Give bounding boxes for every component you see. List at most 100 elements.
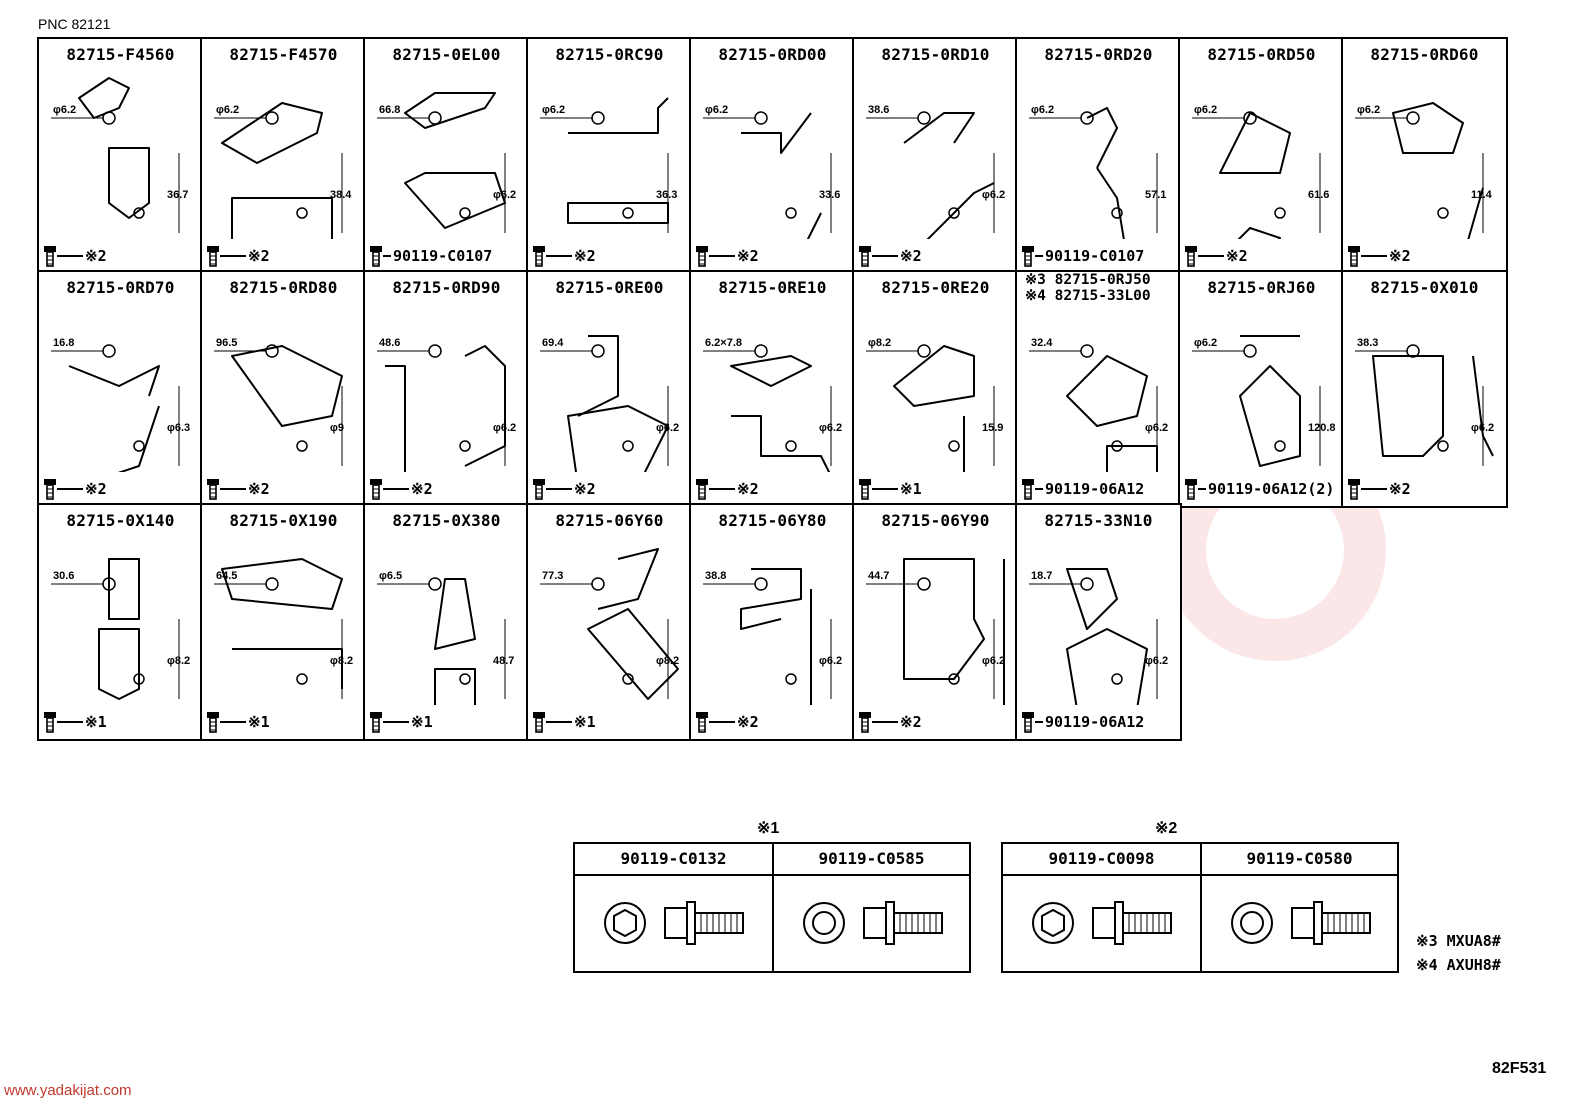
part-number: 82715-0RE20 <box>881 278 990 297</box>
bracket-drawing: 69.4φ6.2 <box>540 335 679 472</box>
bracket-drawing: 6.2×7.8φ6.2 <box>703 337 842 472</box>
dimension-label: 64.5 <box>216 570 237 582</box>
bracket-drawing: φ6.211.4 <box>1355 102 1493 239</box>
bolt-icon <box>1185 246 1197 267</box>
fastener-ref: ※2 <box>1347 478 1411 500</box>
legend-bolt-number: 90119-C0580 <box>1202 844 1397 876</box>
part-number: 82715-0RE00 <box>555 278 664 297</box>
legend-bolt-number: 90119-C0585 <box>774 844 969 876</box>
dimension-label: φ6.2 <box>1031 104 1054 116</box>
fastener-label: ※2 <box>737 480 759 498</box>
fastener-label: ※2 <box>737 713 759 731</box>
fastener-ref: ※1 <box>858 478 922 500</box>
fastener-ref: 90119-06A12 <box>1021 478 1144 500</box>
fastener-ref: ※2 <box>1347 245 1411 267</box>
dimension-label: φ6.2 <box>542 104 565 116</box>
dimension-label: φ6.2 <box>819 655 842 667</box>
bracket-drawing: 66.8φ6.2 <box>377 92 516 233</box>
dimension-label: φ8.2 <box>868 337 891 349</box>
dimension-label: 48.6 <box>379 337 400 349</box>
dimension-label: 61.6 <box>1308 189 1329 201</box>
dimension-label: 16.8 <box>53 337 74 349</box>
fastener-label: ※2 <box>737 247 759 265</box>
bolt-icon <box>44 479 56 500</box>
dimension-label: 36.3 <box>656 189 677 201</box>
fastener-ref: 90119-06A12 <box>1021 711 1144 733</box>
fastener-ref: 90119-06A12(2) <box>1184 478 1334 500</box>
bolt-icon <box>1185 479 1197 500</box>
bolt-icon <box>1022 712 1034 733</box>
fastener-label: ※1 <box>900 480 922 498</box>
website-link[interactable]: www.yadakijat.com <box>4 1082 132 1099</box>
flange-bolt-icon <box>604 901 744 945</box>
dimension-label: 57.1 <box>1145 189 1166 201</box>
bracket-drawing: 18.7 φ6.2 <box>1029 568 1168 705</box>
dimension-label: φ6.2 <box>1194 337 1217 349</box>
dimension-label: 6.2×7.8 <box>705 337 742 349</box>
part-number: 82715-0RD10 <box>881 45 990 64</box>
dimension-label: 38.8 <box>705 570 726 582</box>
bolt-icon <box>533 479 545 500</box>
bolt-icon <box>696 479 708 500</box>
dimension-label: φ6.2 <box>1145 422 1168 434</box>
fastener-ref: ※1 <box>43 711 107 733</box>
part-number: 82715-0X190 <box>229 511 338 530</box>
dimension-label: 30.6 <box>53 570 74 582</box>
bracket-drawing: 32.4φ6.2 <box>1029 337 1168 472</box>
bracket-drawing: 48.6φ6.2 <box>377 337 516 472</box>
dimension-label: φ6.2 <box>982 655 1005 667</box>
bracket-drawing: 30.6φ8.2 <box>51 558 190 700</box>
dimension-label: φ6.2 <box>53 104 76 116</box>
dimension-label: φ6.2 <box>1145 655 1168 667</box>
dimension-label: φ6.2 <box>493 189 516 201</box>
fastener-ref: ※2 <box>1184 245 1248 267</box>
dimension-label: 33.6 <box>819 189 840 201</box>
bolt-icon <box>207 712 219 733</box>
fastener-label: 90119-06A12 <box>1045 480 1145 498</box>
bracket-drawing: 77.3φ8.2 <box>540 548 679 700</box>
fastener-ref: ※1 <box>532 711 596 733</box>
part-number-line: ※3 82715-0RJ50 <box>1025 272 1151 288</box>
dimension-label: 18.7 <box>1031 570 1052 582</box>
legend-bolt-cell: 90119-C0580 <box>1200 844 1397 971</box>
dimension-label: 38.4 <box>330 189 352 201</box>
dimension-label: φ6.2 <box>216 104 239 116</box>
flange-bolt-icon <box>1231 901 1371 945</box>
bracket-drawing: 38.6φ6.2 <box>866 104 1005 239</box>
bracket-drawing: 96.5φ9 <box>214 337 344 466</box>
part-number: 82715-0RE10 <box>718 278 827 297</box>
dimension-label: φ6.2 <box>1194 104 1217 116</box>
legend-bolt-cell: 90119-C0098 <box>1003 844 1200 971</box>
fastener-ref: ※2 <box>695 478 759 500</box>
bolt-icon <box>859 712 871 733</box>
fastener-ref: 90119-C0107 <box>369 245 492 267</box>
bolt-icon <box>533 246 545 267</box>
bolt-icon <box>533 712 545 733</box>
